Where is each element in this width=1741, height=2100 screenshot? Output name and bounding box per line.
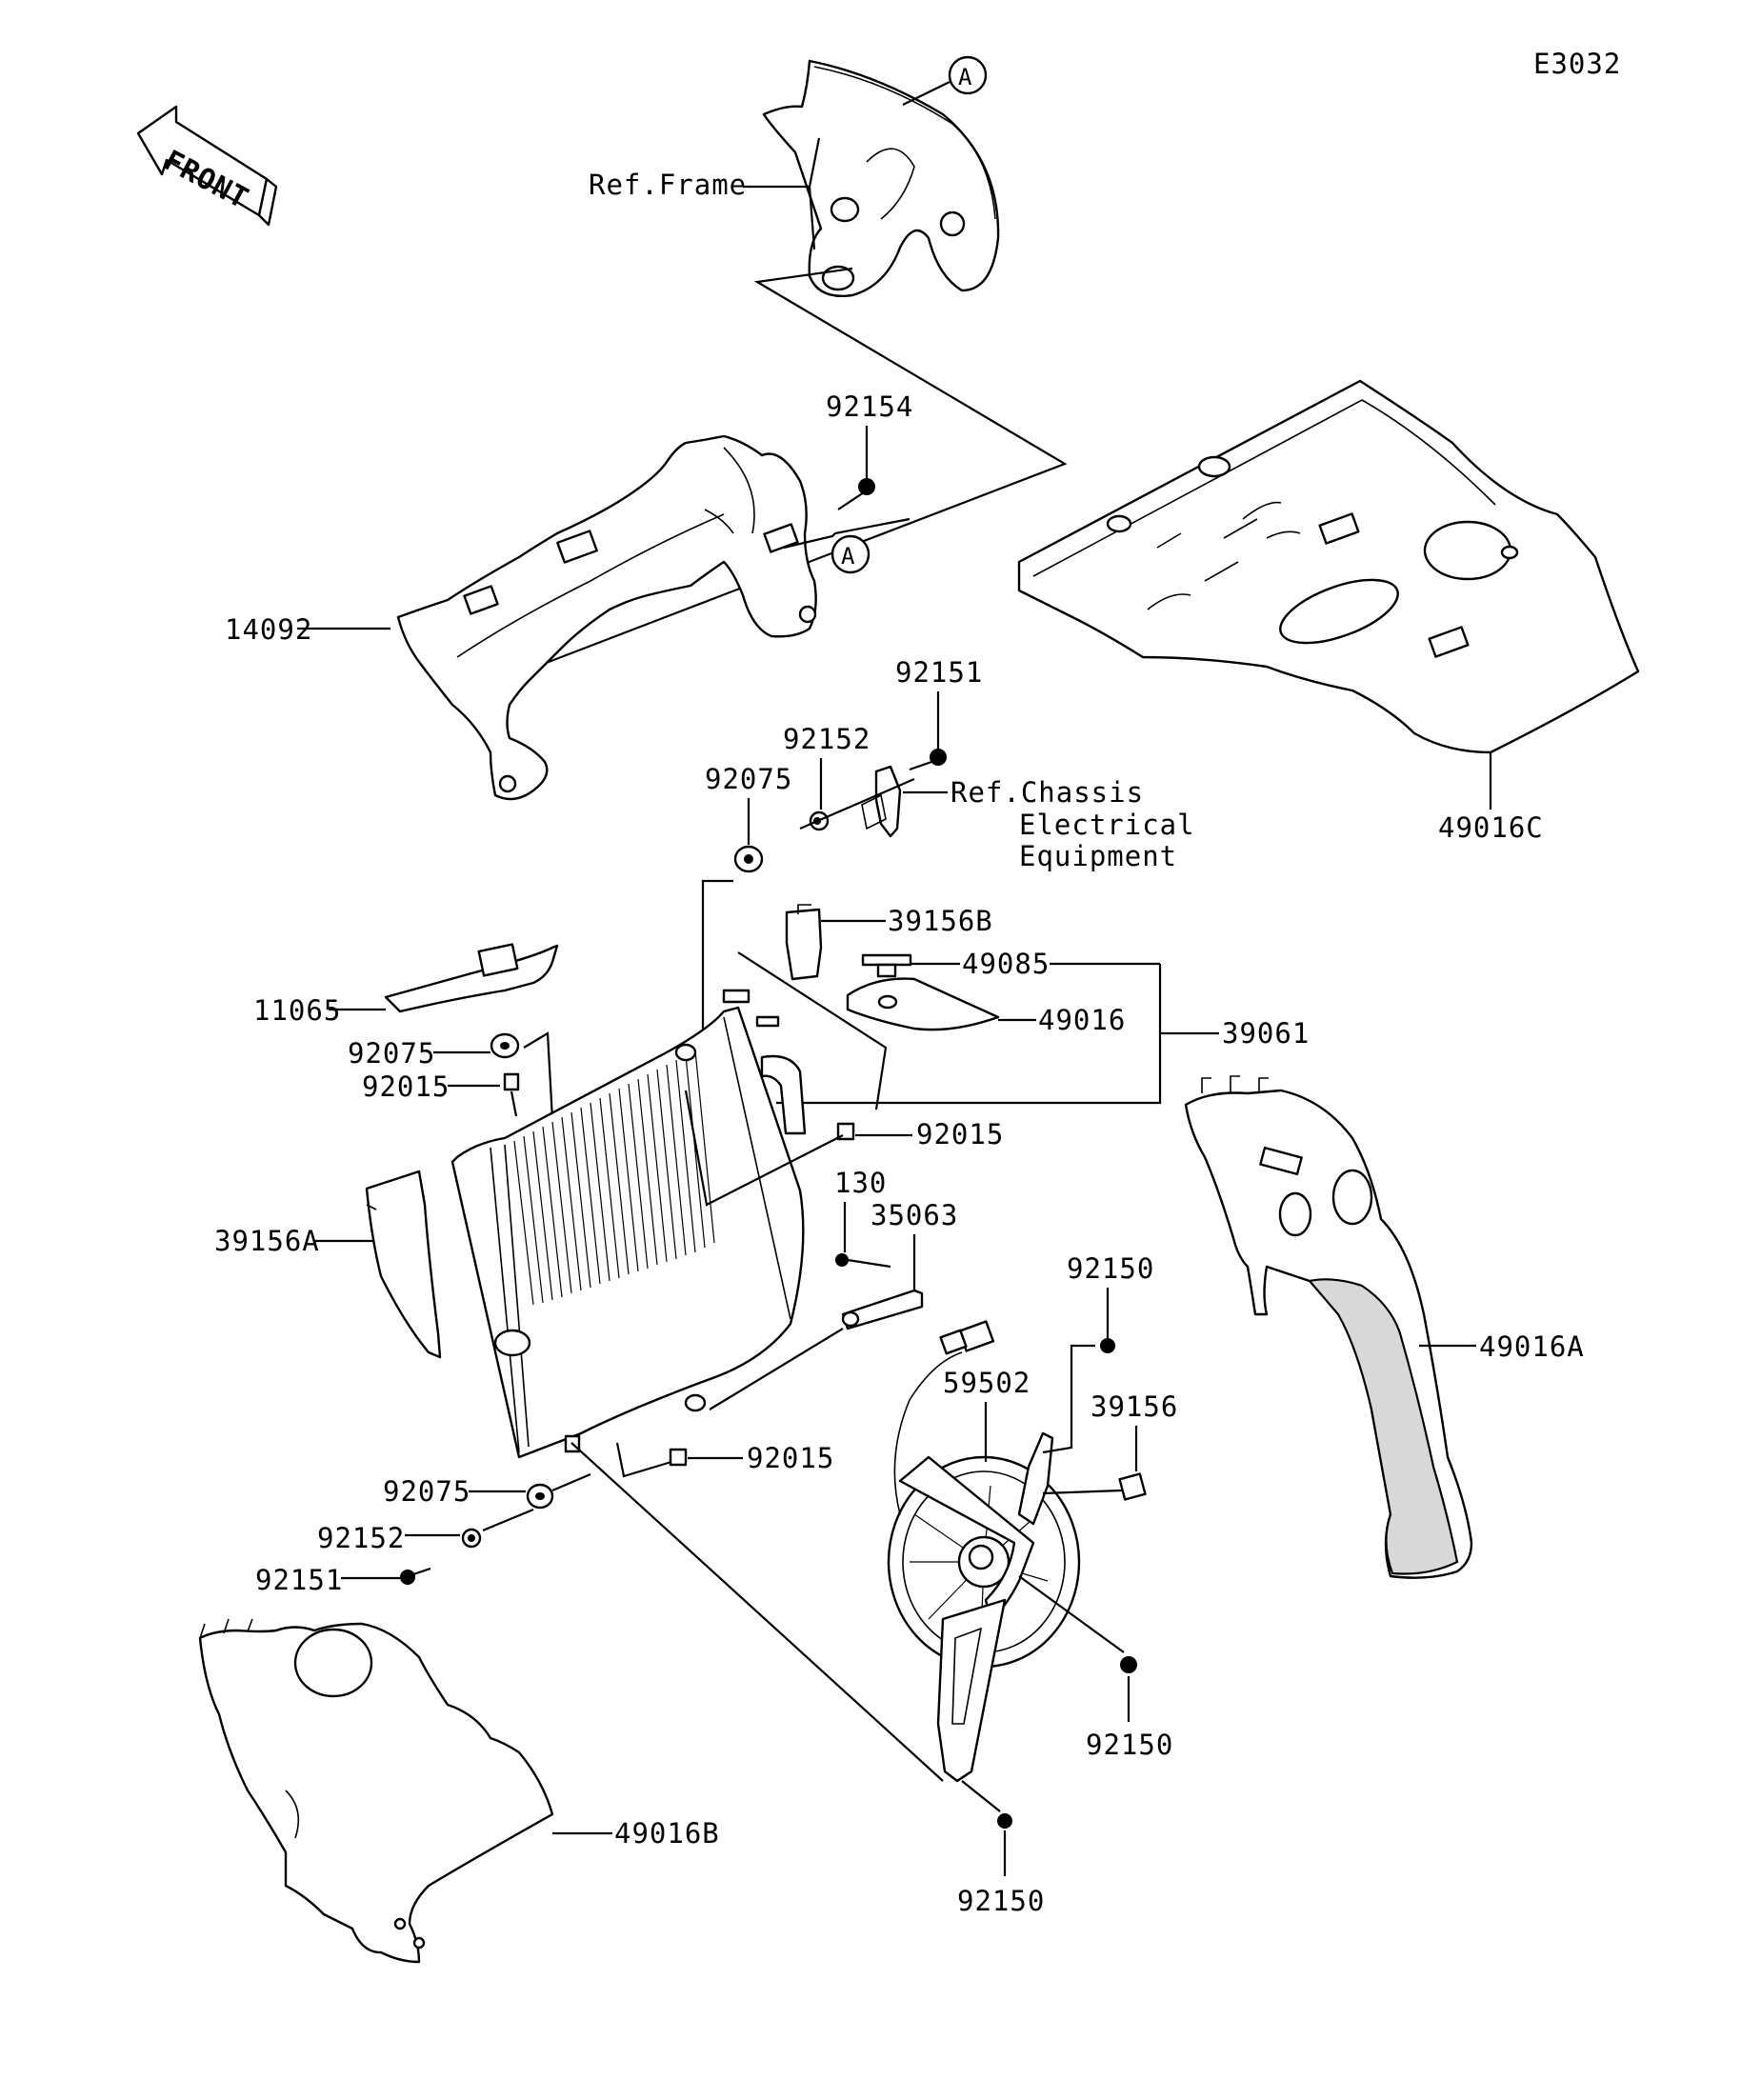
label-92150-b: 92150 <box>1086 1729 1173 1761</box>
label-130: 130 <box>834 1167 887 1199</box>
label-49016A: 49016A <box>1479 1330 1585 1363</box>
callout-a-top: A <box>958 64 972 90</box>
grommet-92075-top-icon <box>733 845 764 873</box>
grommet-92075-low-icon <box>526 1483 554 1510</box>
duct-39156A-icon <box>365 1170 442 1359</box>
label-35063: 35063 <box>870 1199 958 1231</box>
label-59502: 59502 <box>943 1367 1031 1399</box>
label-11065: 11065 <box>253 994 341 1027</box>
label-92075-top: 92075 <box>705 763 792 795</box>
front-arrow-icon: FRONT <box>136 105 278 227</box>
label-92015-left: 92015 <box>362 1070 450 1103</box>
bolt-92151-low-icon <box>400 1567 431 1585</box>
label-39156B: 39156B <box>888 905 993 937</box>
label-92075-low: 92075 <box>383 1475 470 1508</box>
label-49016: 49016 <box>1038 1004 1126 1036</box>
grommet-39156-icon <box>1118 1472 1147 1501</box>
side-cover-49016A-icon <box>1184 1075 1473 1579</box>
nut-92015-left-icon <box>503 1072 520 1091</box>
radiator-39061-icon <box>450 989 807 1459</box>
label-92152-top: 92152 <box>783 723 870 755</box>
ref-chassis-line3: Equipment <box>1019 840 1177 872</box>
bracket-35063-icon <box>841 1289 924 1330</box>
label-92015-right: 92015 <box>916 1118 1004 1150</box>
undercover-49016C <box>1017 379 1640 754</box>
ref-frame-label: Ref.Frame <box>589 169 747 201</box>
bolt-130-icon <box>835 1253 849 1267</box>
ref-chassis-line1: Ref.Chassis <box>951 776 1144 809</box>
callout-a-mid-circle <box>830 534 870 574</box>
label-92152-low: 92152 <box>317 1522 405 1554</box>
label-92075-left: 92075 <box>348 1037 435 1070</box>
label-49085: 49085 <box>962 948 1050 980</box>
cover-11065-icon <box>384 943 559 1013</box>
collar-92152-top-icon <box>809 810 830 831</box>
label-92154: 92154 <box>826 390 913 423</box>
side-cover-49016B-icon <box>198 1618 554 1964</box>
bracket-ref-chassis-icon <box>861 765 902 838</box>
radiator-fins <box>513 1050 715 1306</box>
gasket-49016-icon <box>846 977 1000 1031</box>
label-49016C: 49016C <box>1438 811 1544 844</box>
nut-92150-b-icon <box>1120 1656 1137 1673</box>
air-duct-14092 <box>396 434 817 801</box>
callout-a-top-circle <box>948 55 988 95</box>
frame-reference-part <box>762 59 1000 297</box>
nut-92015-low-icon <box>669 1448 688 1467</box>
grommet-92075-left-icon <box>490 1032 520 1059</box>
label-92015-low: 92015 <box>747 1442 834 1474</box>
label-92150-a: 92150 <box>1067 1252 1154 1285</box>
label-49016B: 49016B <box>614 1817 720 1850</box>
label-39061: 39061 <box>1222 1017 1310 1050</box>
label-92151-top: 92151 <box>895 656 983 689</box>
label-92150-c: 92150 <box>957 1885 1045 1917</box>
grommet-39156B-icon <box>785 904 823 981</box>
diagram-code: E3032 <box>1533 48 1621 80</box>
nut-92150-c-icon <box>997 1813 1012 1829</box>
label-39156: 39156 <box>1091 1390 1178 1423</box>
nut-92150-a-icon <box>1100 1338 1115 1353</box>
screw-92154-icon <box>837 478 875 510</box>
collar-92152-low-icon <box>461 1528 482 1549</box>
ref-chassis-line2: Electrical <box>1019 809 1195 841</box>
cooling-fan-59502-icon <box>887 1320 1081 1783</box>
callout-a-mid: A <box>841 543 855 570</box>
bolt-92151-top-icon <box>909 749 947 771</box>
label-39156A: 39156A <box>214 1225 320 1257</box>
label-92151-low: 92151 <box>255 1564 343 1596</box>
cap-49085-icon <box>861 953 912 978</box>
